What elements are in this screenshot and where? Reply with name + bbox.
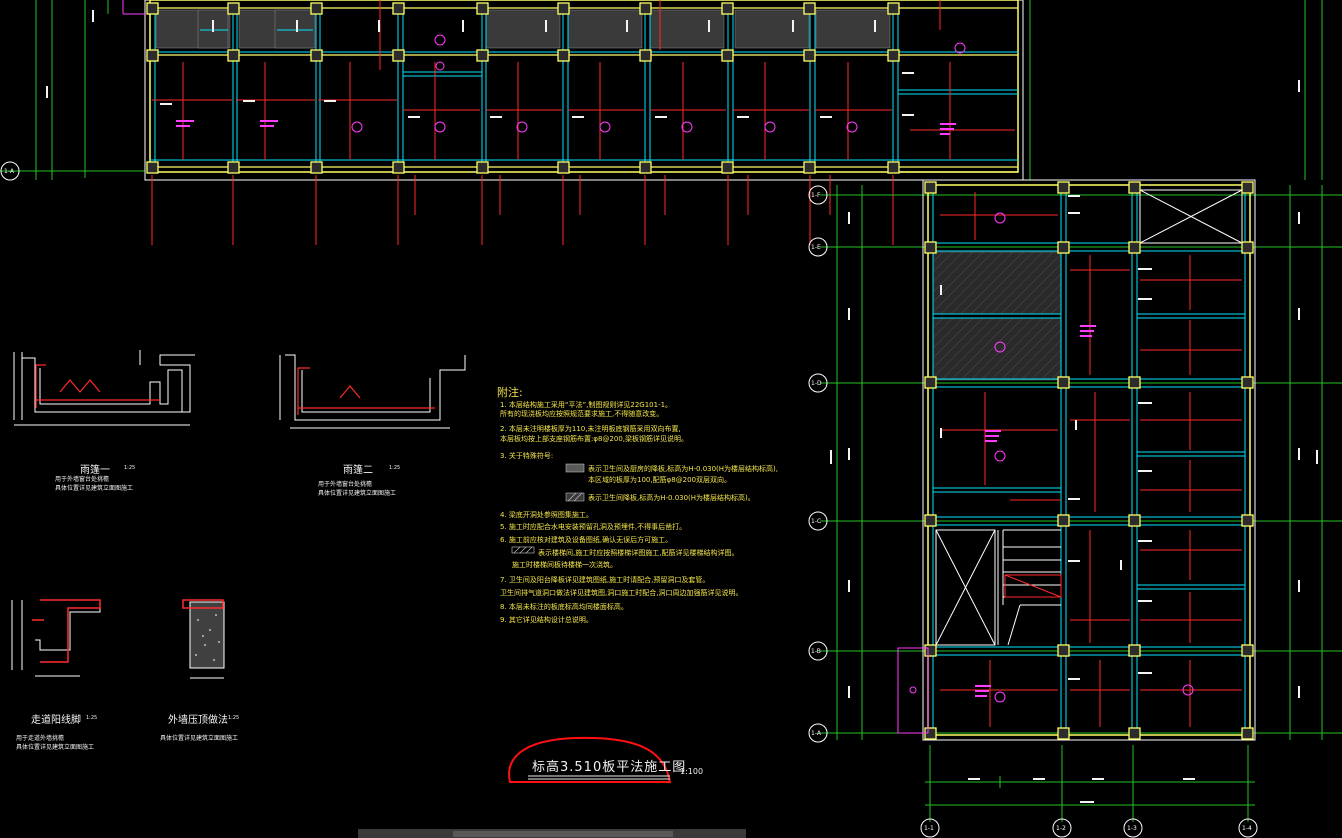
note-line: 8. 本层未标注的板底标高均同楼面标高。 [500, 603, 628, 611]
grid-bubble-1A-top [0, 161, 20, 181]
top-dimension-lines [0, 0, 1323, 180]
note-line: 卫生间排气道洞口做法详见建筑图,洞口施工时配合,洞口周边加强筋详见说明。 [500, 589, 743, 597]
detail-title-canopy-2: 雨篷二 [343, 465, 373, 476]
detail-scale: 1:25 [228, 715, 240, 721]
grid-label-13: 1-3 [1127, 825, 1137, 832]
horizontal-scrollbar-thumb[interactable] [453, 831, 673, 837]
note-line: 本区域的板厚为100,配筋φ8@200双层双向。 [588, 476, 732, 484]
grid-label-1C: 1-C [811, 518, 822, 525]
detail-title-canopy-1: 雨篷一 [80, 465, 110, 476]
note-line: 5. 施工时应配合水电安装预留孔洞及预埋件,不得事后凿打。 [500, 523, 687, 531]
grid-label-1B: 1-B [811, 648, 821, 655]
detail-canopy-1 [13, 350, 195, 426]
detail-corridor [11, 599, 101, 677]
legend-hatch-kitchen [565, 463, 585, 473]
grid-label-1A-top: 1-A [4, 168, 14, 175]
notes-heading: 附注: [497, 386, 523, 399]
detail-note: 用于外墙窗台处挑檐 [55, 476, 110, 483]
note-line: 本层板均按上部支座钢筋布置:φ8@200,梁板钢筋详见说明。 [500, 435, 689, 443]
grid-label-1D: 1-D [811, 380, 822, 387]
detail-title-corridor: 走道阳线脚 [31, 715, 81, 726]
detail-scale: 1:25 [124, 465, 136, 471]
grid-label-1A: 1-A [811, 730, 821, 737]
note-line: 3. 关于特殊符号: [500, 452, 554, 460]
grid-label-1F: 1-F [811, 192, 821, 199]
note-line: 所有的现浇板均应按照规范要求施工,不得随意改变。 [500, 410, 664, 418]
note-line: 4. 梁底开洞处参照图集施工。 [500, 511, 593, 519]
detail-scale: 1:25 [86, 715, 98, 721]
note-line: 2. 本层未注明楼板厚为110,未注明板底钢筋采用双向布置, [500, 425, 681, 433]
detail-title-parapet: 外墙压顶做法 [168, 715, 228, 726]
right-plan [46, 10, 1342, 838]
note-line: 9. 其它详见结构设计总说明。 [500, 616, 593, 624]
top-plan [122, 0, 1024, 245]
detail-note: 用于外墙窗台处挑檐 [318, 481, 373, 488]
detail-scale: 1:25 [389, 465, 401, 471]
detail-note: 具体位置详见建筑立面图施工 [160, 735, 239, 742]
note-line: 6. 施工前应核对建筑及设备图纸,确认无误后方可施工。 [500, 536, 673, 544]
detail-note: 用于走道外墙挑檐 [16, 735, 65, 742]
legend-hatch-washroom [565, 492, 585, 502]
note-line: 7. 卫生间及阳台降板详见建筑图纸,施工时请配合,预留洞口及套管。 [500, 576, 710, 584]
drawing-scale: 1:100 [680, 767, 704, 776]
note-line: 表示楼梯间,施工时应按照楼梯详图施工,配筋详见楼梯结构详图。 [538, 549, 739, 557]
note-line: 表示卫生间及厨房的降板,标高为H-0.030(H为楼层结构标高), [588, 465, 779, 473]
grid-label-11: 1-1 [924, 825, 934, 832]
title-highlight [508, 736, 672, 783]
detail-note: 具体位置详见建筑立面图施工 [16, 744, 95, 751]
note-line: 1. 本层结构施工采用“平法”,制图规则详见22G101-1。 [500, 401, 673, 409]
grid-label-14: 1-4 [1242, 825, 1252, 832]
detail-canopy-2 [279, 354, 466, 429]
note-line: 施工时楼梯间板待楼梯一次浇筑。 [512, 561, 617, 569]
detail-note: 具体位置详见建筑立面图施工 [318, 490, 397, 497]
note-line: 表示卫生间降板,标高为H-0.030(H为楼层结构标高)。 [588, 494, 755, 502]
grid-label-1E: 1-E [811, 244, 821, 251]
drawing-title: 标高3.510板平法施工图 [532, 760, 687, 775]
detail-parapet [182, 599, 225, 679]
detail-note: 具体位置详见建筑立面图施工 [55, 485, 134, 492]
grid-label-12: 1-2 [1056, 825, 1066, 832]
